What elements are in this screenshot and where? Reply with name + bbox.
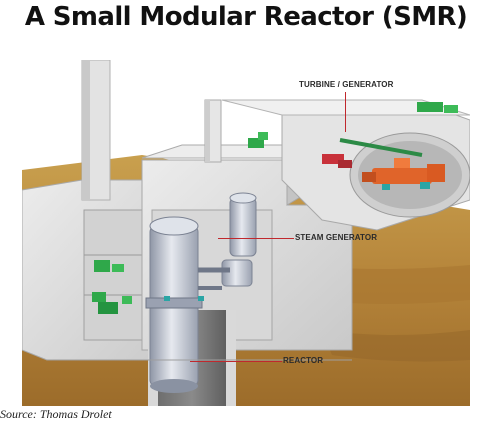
- leader-turbine: [345, 92, 346, 132]
- page-title: A Small Modular Reactor (SMR): [24, 2, 468, 32]
- smr-cutaway-svg: [22, 60, 470, 406]
- smr-illustration: [22, 60, 470, 406]
- label-reactor: REACTOR: [283, 356, 324, 365]
- top-right-equipment: [248, 102, 458, 148]
- left-equipment: [92, 260, 132, 314]
- leader-reactor: [190, 361, 282, 362]
- label-steam-generator: STEAM GENERATOR: [295, 233, 378, 242]
- label-turbine-generator: TURBINE / GENERATOR: [299, 80, 394, 89]
- turbine-generator: [322, 138, 445, 190]
- leader-steam: [218, 238, 294, 239]
- reactor-vessel: [145, 216, 203, 393]
- steam-generator-vessel: [221, 192, 257, 287]
- source-credit: Source: Thomas Drolet: [0, 407, 112, 421]
